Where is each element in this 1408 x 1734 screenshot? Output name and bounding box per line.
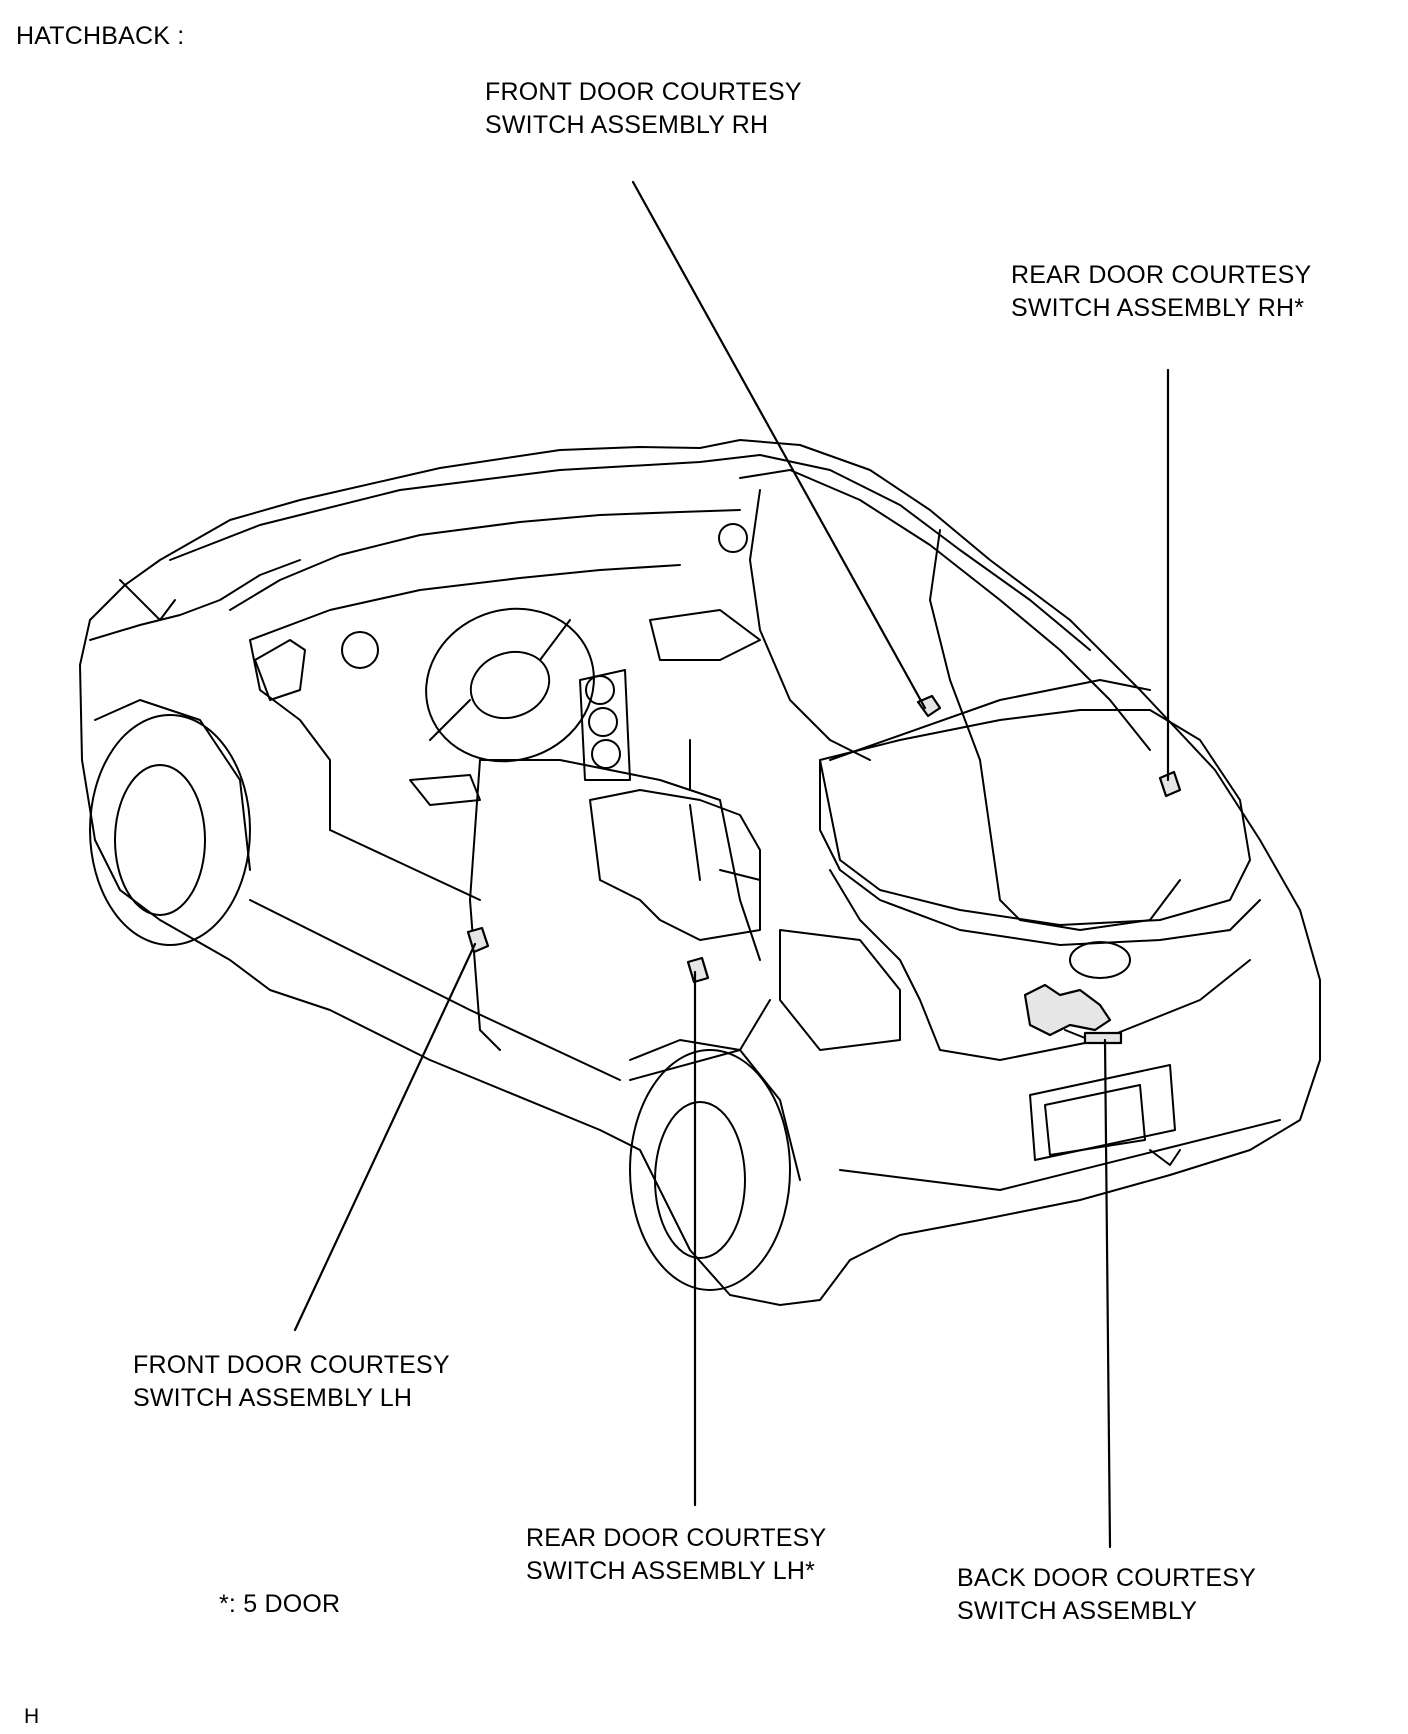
footnote: *: 5 DOOR <box>219 1590 341 1618</box>
leader-back-door <box>1103 1038 1112 1549</box>
leader-front-lh <box>293 942 477 1332</box>
front-wheel <box>89 714 251 946</box>
car-body-outline <box>79 439 1321 1306</box>
label-front-door-lh-2: SWITCH ASSEMBLY LH <box>133 1384 413 1412</box>
label-front-door-lh-1: FRONT DOOR COURTESY <box>133 1351 450 1379</box>
leader-front-rh <box>631 180 927 710</box>
label-rear-door-rh-2: SWITCH ASSEMBLY RH* <box>1011 294 1305 322</box>
label-front-door-rh-2: SWITCH ASSEMBLY RH <box>485 111 769 139</box>
front-lh-switch <box>466 926 490 954</box>
label-front-door-rh-1: FRONT DOOR COURTESY <box>485 78 802 106</box>
corner-code: H <box>24 1705 40 1728</box>
rear-wheel <box>629 1049 791 1291</box>
label-rear-door-lh-2: SWITCH ASSEMBLY LH* <box>526 1557 816 1585</box>
rear-lh-switch <box>686 956 710 984</box>
rear-rh-switch <box>1158 770 1182 798</box>
label-rear-door-lh-1: REAR DOOR COURTESY <box>526 1524 827 1552</box>
label-back-door-1: BACK DOOR COURTESY <box>957 1564 1257 1592</box>
front-rh-switch <box>916 694 942 718</box>
label-rear-door-rh-1: REAR DOOR COURTESY <box>1011 261 1312 289</box>
label-back-door-2: SWITCH ASSEMBLY <box>957 1597 1198 1625</box>
back-door-lock <box>1023 983 1112 1037</box>
page-title: HATCHBACK : <box>16 22 185 50</box>
